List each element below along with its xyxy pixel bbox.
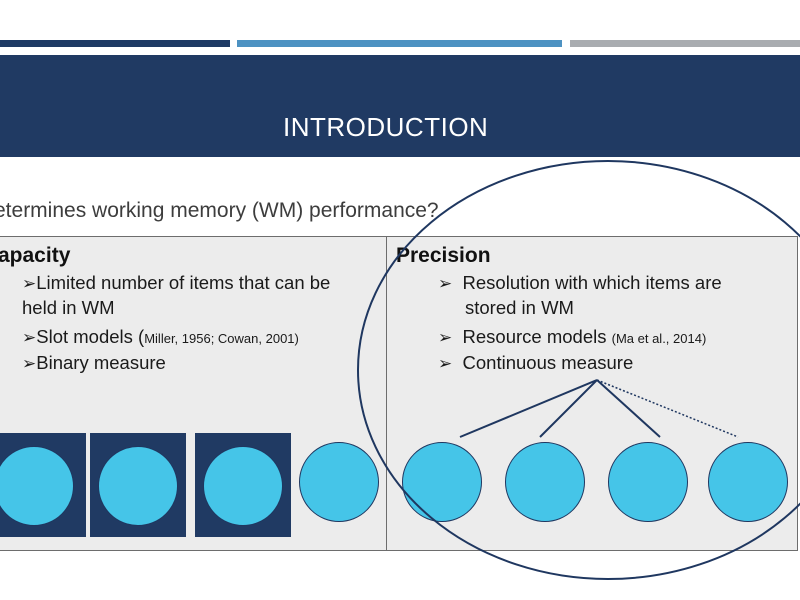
capacity-bullet-2-text: Slot models ( <box>36 326 145 347</box>
item-circle-6 <box>505 442 585 522</box>
capacity-bullet-1: ➢Limited number of items that can be <box>22 272 330 294</box>
accent-bar-blue <box>237 40 562 47</box>
slide-title: INTRODUCTION <box>283 112 489 142</box>
item-circle-8 <box>708 442 788 522</box>
precision-bullet-1-cont: stored in WM <box>465 297 574 318</box>
precision-heading: Precision <box>396 244 491 267</box>
accent-bar-gray <box>570 40 800 47</box>
precision-bullet-1-text: Resolution with which items are <box>462 272 722 293</box>
capacity-citation: Miller, 1956; Cowan, 2001) <box>144 331 299 346</box>
precision-bullet-1: ➢ Resolution with which items are <box>438 272 722 294</box>
capacity-bullet-1-cont: held in WM <box>22 297 115 318</box>
precision-bullet-3-text: Continuous measure <box>462 352 634 373</box>
accent-bar-dark <box>0 40 230 47</box>
title-band <box>0 55 800 157</box>
capacity-bullet-2: ➢Slot models (Miller, 1956; Cowan, 2001) <box>22 326 299 348</box>
bullet-arrow-icon: ➢ <box>22 354 37 373</box>
precision-bullet-3: ➢ Continuous measure <box>438 352 633 374</box>
precision-bullet-2: ➢ Resource models (Ma et al., 2014) <box>438 326 706 348</box>
precision-bullet-2-text: Resource models <box>462 326 607 347</box>
precision-citation: (Ma et al., 2014) <box>611 331 707 346</box>
bullet-arrow-icon: ➢ <box>22 328 37 347</box>
capacity-bullet-3: ➢Binary measure <box>22 352 166 374</box>
bullet-arrow-icon: ➢ <box>438 354 453 373</box>
item-circle-7 <box>608 442 688 522</box>
bullet-arrow-icon: ➢ <box>22 274 37 293</box>
item-circle-1 <box>0 446 74 526</box>
capacity-bullet-1-text: Limited number of items that can be <box>36 272 331 293</box>
item-circle-5 <box>402 442 482 522</box>
item-circle-3 <box>203 446 283 526</box>
item-circle-4 <box>299 442 379 522</box>
capacity-bullet-3-text: Binary measure <box>36 352 166 373</box>
bullet-arrow-icon: ➢ <box>438 274 453 293</box>
capacity-heading: apacity <box>0 244 71 267</box>
item-circle-2 <box>98 446 178 526</box>
slide-question: etermines working memory (WM) performanc… <box>0 199 439 222</box>
bullet-arrow-icon: ➢ <box>438 328 453 347</box>
